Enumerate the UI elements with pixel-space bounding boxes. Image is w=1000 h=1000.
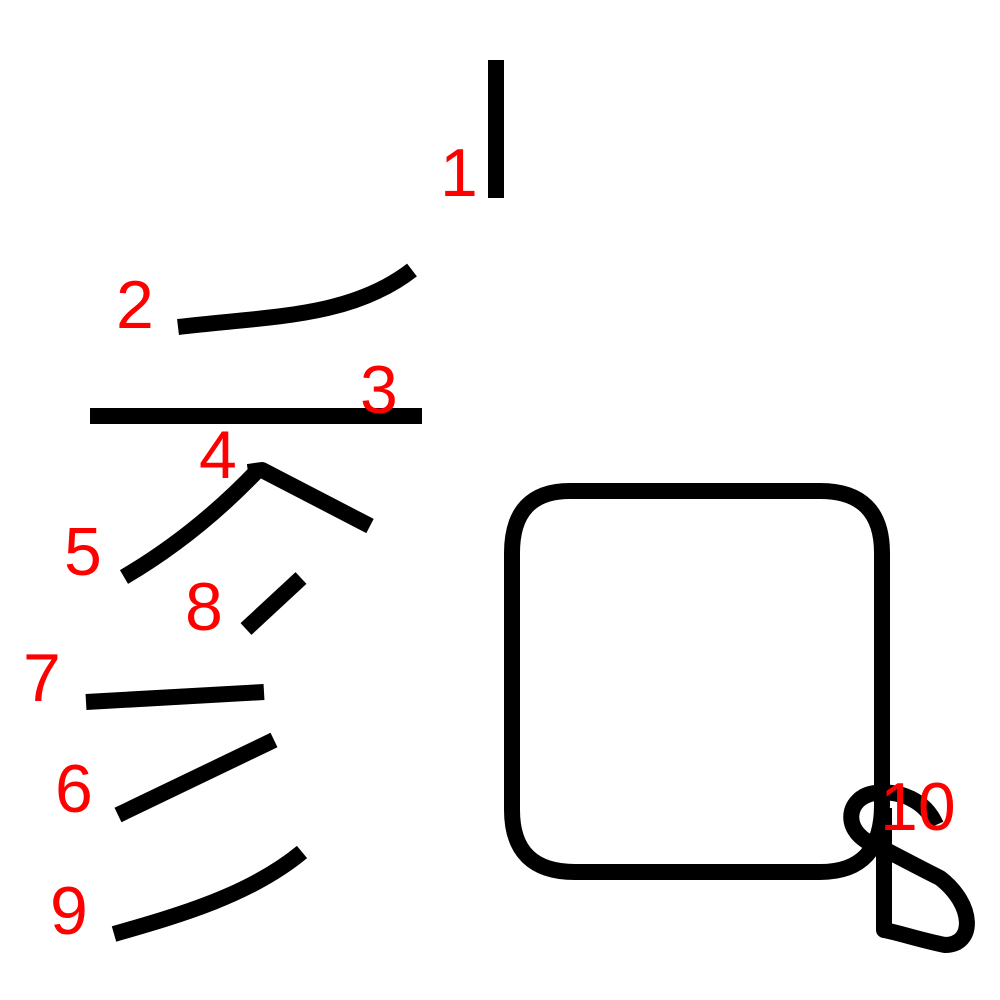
stroke-10 bbox=[843, 784, 975, 953]
stroke-8 bbox=[240, 572, 307, 635]
label-8: 8 bbox=[185, 569, 223, 645]
stroke-7 bbox=[85, 684, 265, 710]
stroke-9 bbox=[111, 845, 308, 942]
label-7: 7 bbox=[23, 640, 61, 716]
label-6: 6 bbox=[55, 751, 93, 827]
label-3: 3 bbox=[360, 352, 398, 428]
label-4: 4 bbox=[199, 417, 237, 493]
label-10: 10 bbox=[880, 769, 956, 845]
label-2: 2 bbox=[116, 267, 154, 343]
stroke-5 bbox=[119, 464, 264, 584]
stroke-2 bbox=[177, 263, 417, 335]
stroke-box bbox=[504, 483, 890, 880]
label-9: 9 bbox=[50, 873, 88, 949]
label-5: 5 bbox=[64, 514, 102, 590]
label-1: 1 bbox=[440, 135, 478, 211]
stroke-4 bbox=[246, 462, 374, 534]
stroke-6 bbox=[114, 732, 278, 823]
